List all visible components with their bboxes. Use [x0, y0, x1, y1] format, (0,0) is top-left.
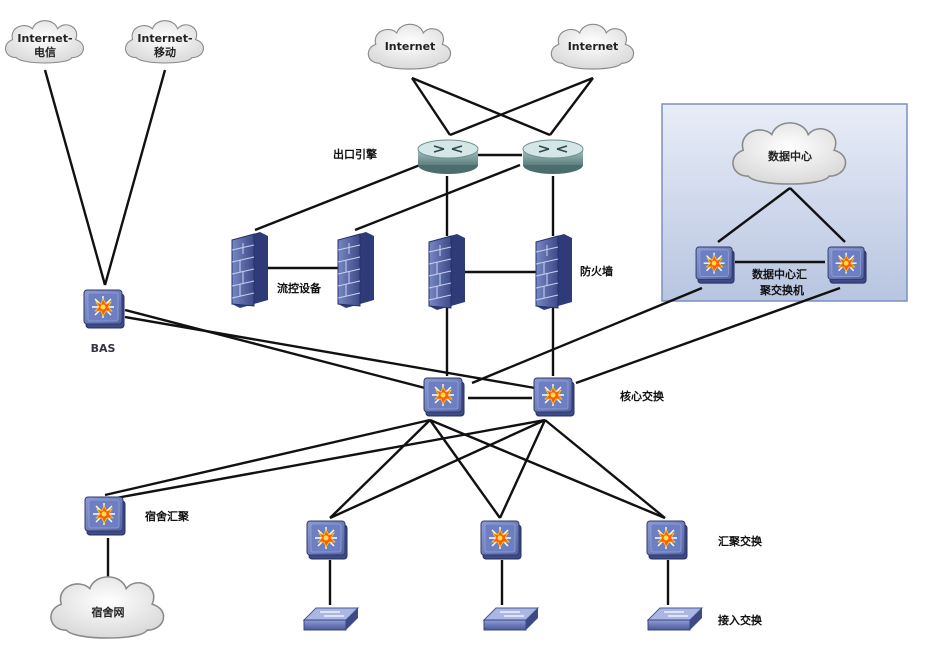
- label-dorm-aggregation: 宿舍汇聚: [145, 509, 190, 523]
- label-flow-control: 流控设备: [277, 281, 322, 295]
- link-dc2-core2: [575, 286, 841, 385]
- link-dc1-core1: [471, 286, 703, 385]
- flow-control-icon-2: [337, 231, 375, 309]
- link-inet-right-router-right: [549, 77, 594, 136]
- link-router-flowctl1: [254, 163, 421, 232]
- link-telecom-bas: [43, 69, 107, 286]
- access-switch-icon-1: [303, 607, 359, 631]
- link-inet-left-router-left: [411, 77, 451, 136]
- aggregation-switch-icon-3: [646, 520, 688, 560]
- label-dc-switch-2: 聚交换机: [759, 283, 804, 297]
- link-dccloud-dc1: [717, 187, 791, 243]
- access-switch-icon-2: [483, 607, 539, 631]
- firewall-icon-2: [535, 233, 573, 311]
- dc-switch-icon-1: [695, 246, 735, 284]
- link-bas-core1: [124, 308, 426, 390]
- link-inet-right-router-left: [449, 76, 594, 137]
- label-dc-switch-1: 数据中心汇: [752, 267, 807, 281]
- link-dccloud-dc2: [789, 187, 846, 243]
- cloud-internet-right-label: Internet: [568, 40, 619, 53]
- link-inet-left-router-right: [411, 76, 551, 137]
- label-access-switch: 接入交换: [718, 613, 763, 627]
- link-core1-dorm: [104, 418, 431, 497]
- link-core2-agg3: [544, 419, 666, 519]
- cloud-mobile-label-1: Internet-: [137, 32, 192, 45]
- core-switch-icon-2: [533, 377, 575, 417]
- link-bas-core2: [124, 315, 536, 390]
- flow-control-icon-1: [231, 231, 269, 309]
- dorm-aggregation-switch-icon: [84, 496, 126, 536]
- label-bas: BAS: [91, 342, 116, 355]
- label-core-switch: 核心交换: [620, 389, 665, 403]
- link-core1-agg2: [429, 419, 501, 519]
- aggregation-switch-icon-1: [306, 520, 348, 560]
- link-core2-agg2: [498, 419, 547, 519]
- label-firewall: 防火墙: [580, 264, 613, 278]
- router-icon-left: [417, 139, 479, 175]
- core-switch-icon-1: [423, 377, 465, 417]
- link-mobile-bas: [103, 69, 167, 286]
- cloud-datacenter-label: 数据中心: [768, 149, 812, 163]
- bas-switch-icon: [83, 289, 125, 329]
- link-core1-agg3: [429, 418, 666, 520]
- cloud-dorm-label: 宿舍网: [92, 605, 125, 619]
- firewall-icon-1: [428, 233, 466, 311]
- aggregation-switch-icon-2: [480, 520, 522, 560]
- router-icon-right: [522, 139, 584, 175]
- dc-switch-icon-2: [827, 246, 867, 284]
- link-router-flowctl2: [354, 163, 521, 232]
- link-core2-agg1: [329, 418, 546, 520]
- label-egress-router: 出口引擎: [333, 147, 377, 161]
- link-core1-agg1: [329, 419, 431, 519]
- cloud-telecom-label-1: Internet-: [17, 32, 72, 45]
- label-aggregation-switch: 汇聚交换: [718, 534, 763, 548]
- link-core2-dorm: [104, 418, 546, 502]
- links: [43, 69, 846, 605]
- cloud-mobile-label-2: 移动: [154, 45, 176, 59]
- cloud-internet-left-label: Internet: [385, 40, 436, 53]
- access-switch-icon-3: [647, 607, 703, 631]
- cloud-telecom-label-2: 电信: [34, 45, 56, 59]
